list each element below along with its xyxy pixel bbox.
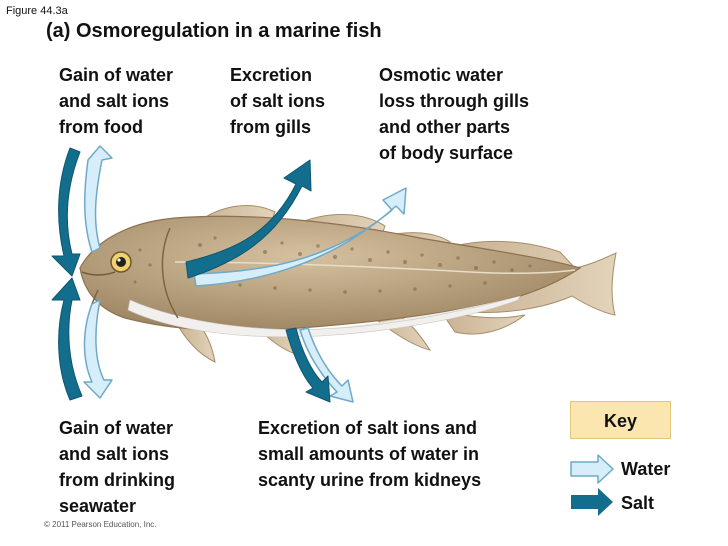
key-salt-label: Salt bbox=[621, 493, 655, 513]
figure-label: Figure 44.3a bbox=[6, 5, 68, 17]
key-title: Key bbox=[603, 411, 638, 431]
water-arrow-gills bbox=[193, 187, 407, 287]
key-box bbox=[570, 401, 671, 439]
caption-excretion-kidneys: Excretion of salt ions and small amounts… bbox=[258, 418, 482, 490]
caption-gain-food: Gain of water and salt ions from food bbox=[59, 65, 174, 137]
key-salt-arrow-icon bbox=[571, 488, 613, 516]
salt-arrow-kidneys bbox=[285, 327, 331, 403]
water-arrow-food bbox=[84, 145, 113, 253]
salt-arrow-food bbox=[51, 147, 81, 277]
caption-gain-drinking: Gain of water and salt ions from drinkin… bbox=[59, 418, 175, 516]
water-arrows bbox=[83, 145, 407, 403]
water-arrow-kidneys bbox=[299, 327, 354, 403]
fish-eye bbox=[110, 251, 132, 273]
salt-arrows bbox=[51, 147, 331, 403]
page-title: (a) Osmoregulation in a marine fish bbox=[46, 20, 382, 42]
water-arrow-drinking bbox=[83, 299, 113, 399]
caption-excretion-gills: Excretion of salt ions from gills bbox=[230, 65, 326, 137]
key-water-arrow-icon bbox=[570, 454, 614, 484]
fish-body bbox=[79, 215, 582, 338]
copyright-notice: © 2011 Pearson Education, Inc. bbox=[44, 520, 157, 529]
salt-arrow-drinking bbox=[51, 277, 83, 401]
key-water-label: Water bbox=[621, 459, 671, 479]
salt-arrow-gills bbox=[185, 159, 312, 279]
caption-osmotic-loss: Osmotic water loss through gills and oth… bbox=[379, 65, 530, 163]
